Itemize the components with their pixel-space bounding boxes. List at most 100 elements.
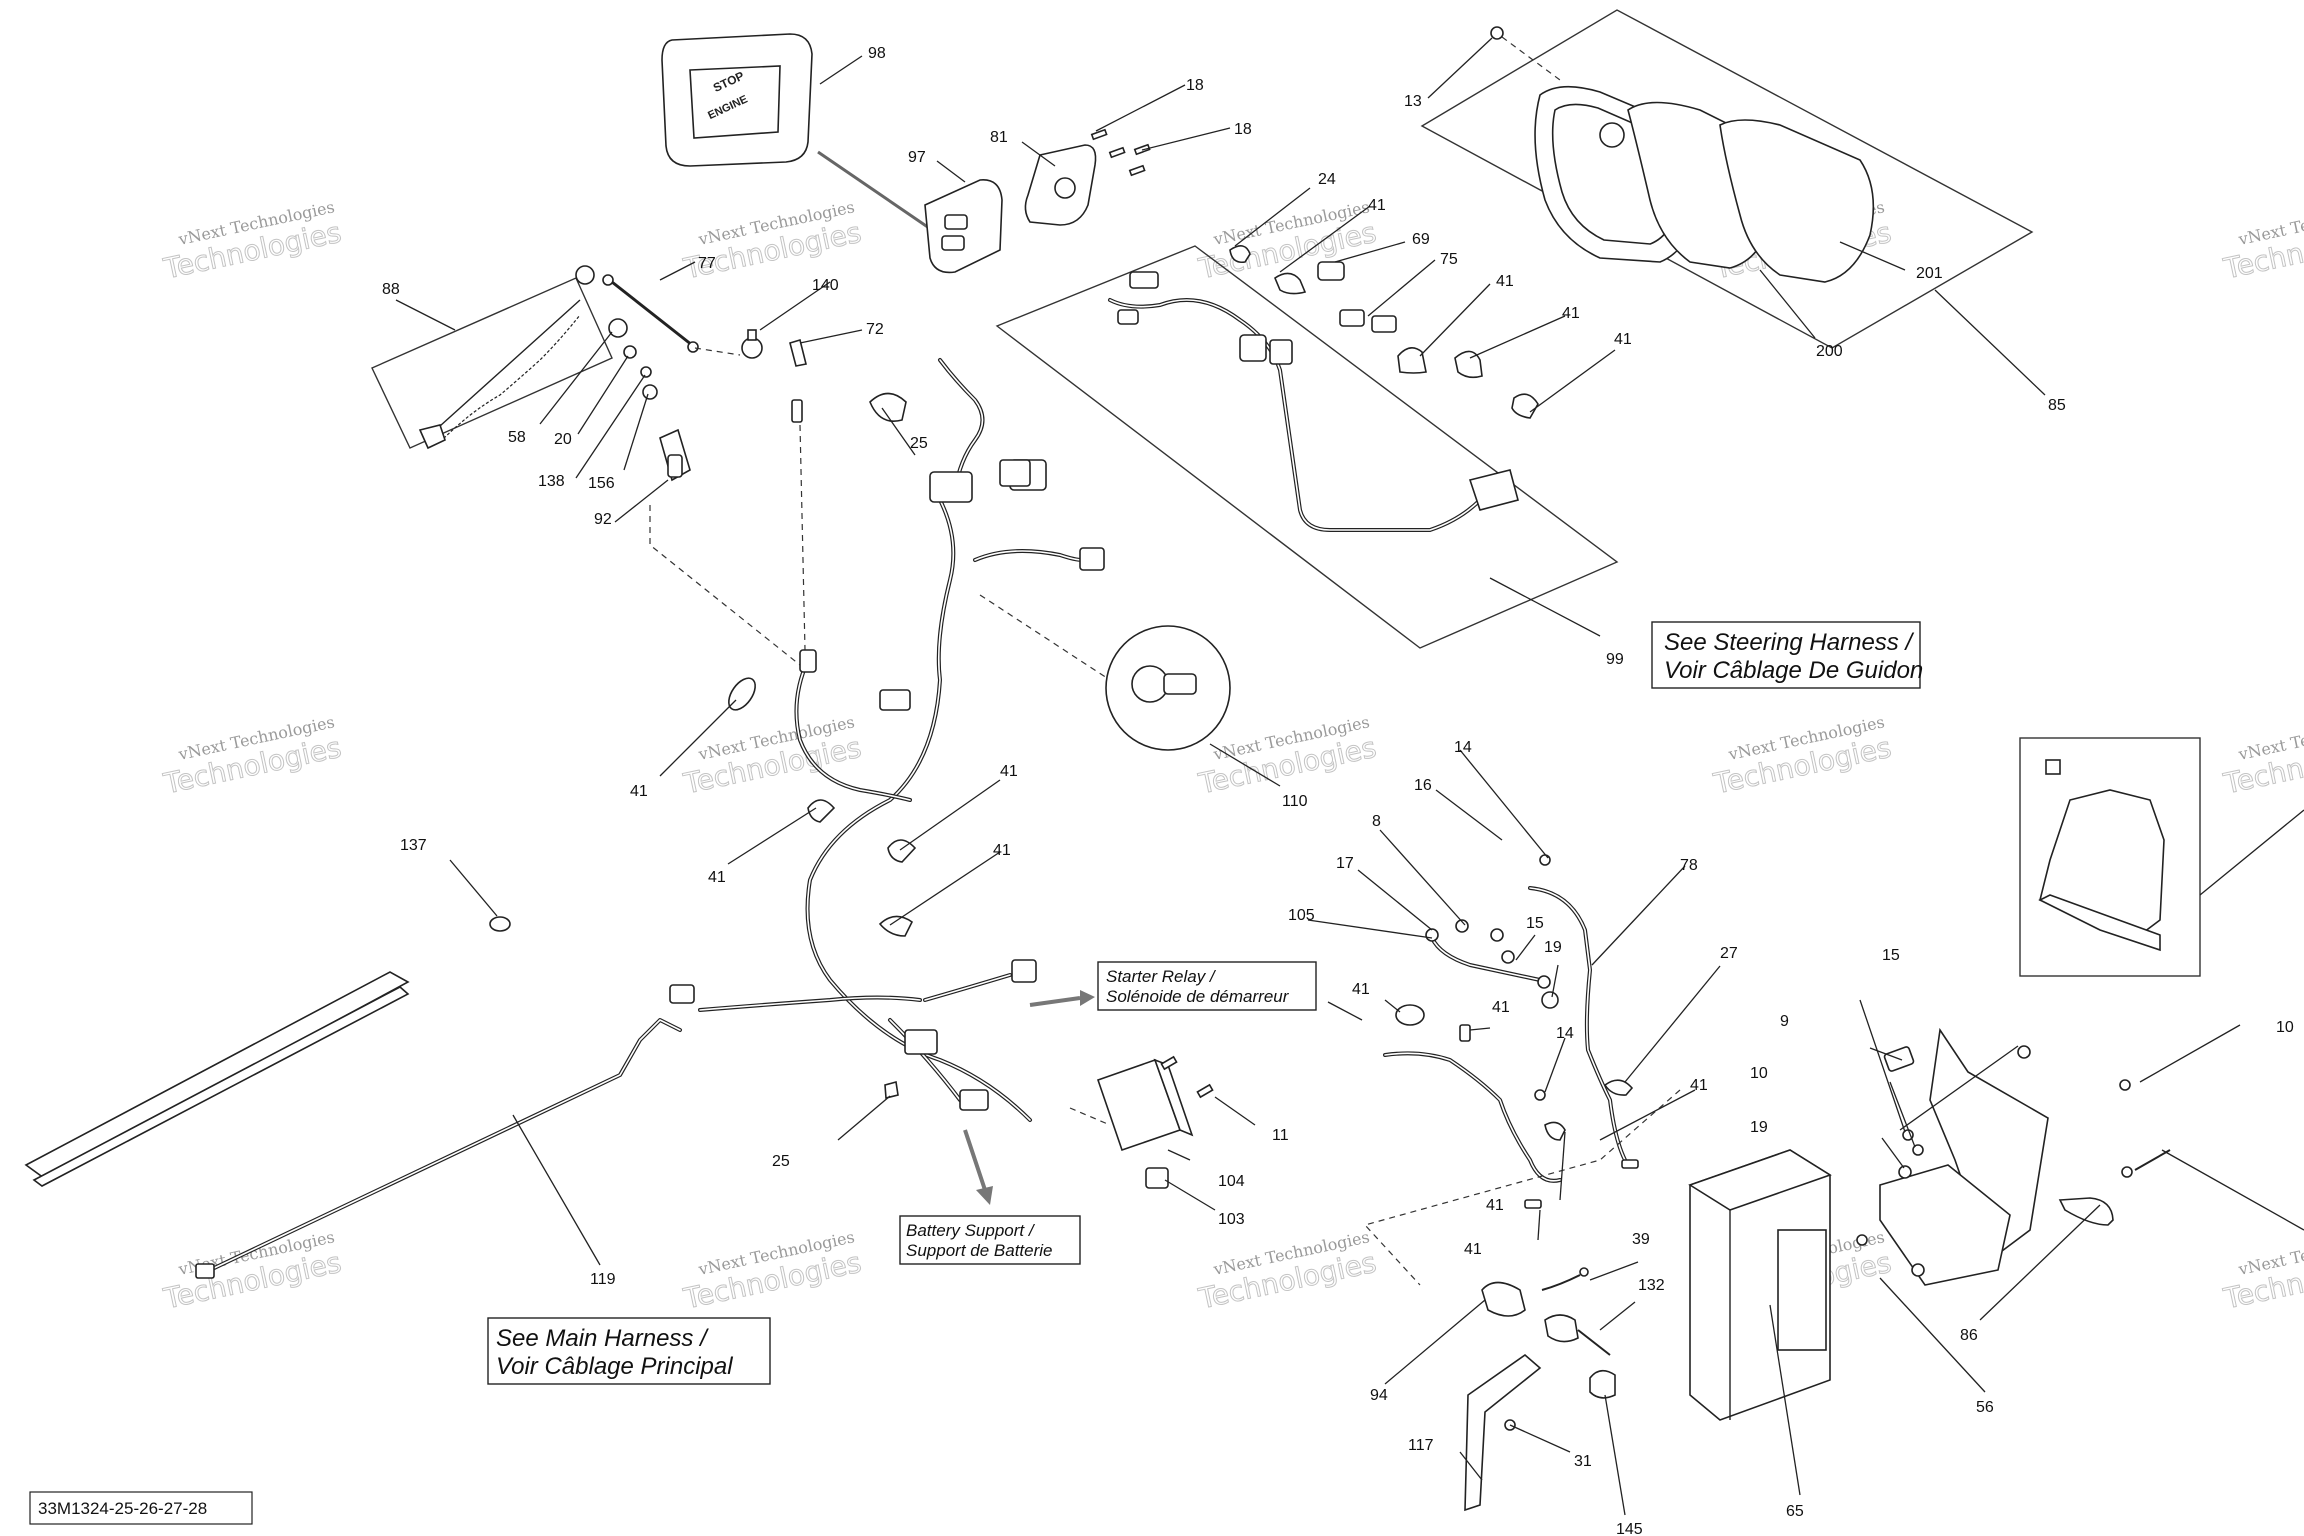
callout-156: 156 (588, 475, 615, 492)
watermark: vNext Technologies Technologies (680, 712, 865, 801)
note-steering-harness: See Steering Harness / Voir Câblage De G… (1651, 621, 1923, 689)
callout-16: 16 (1414, 777, 1432, 794)
watermark: vNext Technologies Technologies (160, 712, 345, 801)
callout-41: 41 (1000, 763, 1018, 780)
callout-201: 201 (1916, 265, 1943, 282)
callout-88: 88 (382, 281, 400, 298)
watermark: vNext Technologies Technologies (160, 1227, 345, 1316)
callout-39: 39 (1632, 1231, 1650, 1248)
watermark: vNext Technologies Technologies (2220, 197, 2304, 286)
callout-25: 25 (910, 435, 928, 452)
tape-strip (24, 971, 410, 1187)
note-starter-line2: Solénoide de démarreur (1106, 987, 1290, 1006)
callout-132: 132 (1638, 1277, 1665, 1294)
callout-20: 20 (554, 431, 572, 448)
cable-105 (1425, 928, 1551, 989)
callout-layer: 98 18 18 97 81 13 24 41 69 75 41 41 41 2… (382, 45, 2294, 1536)
watermark: vNext Technologies Technologies (2220, 712, 2304, 801)
dash-13 (1501, 36, 1561, 81)
callout-98: 98 (868, 45, 886, 62)
steering-harness-99 (1108, 245, 1519, 532)
note-battery-support: Battery Support / Support de Batterie (899, 1215, 1081, 1265)
callout-13: 13 (1404, 93, 1422, 110)
leader-lines (395, 37, 2304, 1516)
frame-gauge-85 (1420, 9, 2034, 349)
callout-41: 41 (630, 783, 648, 800)
callout-8: 8 (1372, 813, 1381, 830)
callout-41: 41 (1562, 305, 1580, 322)
callout-105: 105 (1288, 907, 1315, 924)
callout-41: 41 (993, 842, 1011, 859)
callout-69: 69 (1412, 231, 1430, 248)
bracket-117 (1464, 1353, 1542, 1512)
frame-cable-88 (371, 277, 613, 449)
callout-200: 200 (1816, 343, 1843, 360)
part-145 (1589, 1369, 1616, 1399)
note-starter-relay: Starter Relay / Solénoide de démarreur (1097, 961, 1317, 1011)
note-starter-line1: Starter Relay / (1106, 967, 1217, 986)
callout-19: 19 (1750, 1119, 1768, 1136)
switch-cover-98: STOP ENGINE (661, 33, 813, 167)
callout-41: 41 (708, 869, 726, 886)
callout-15: 15 (1526, 915, 1544, 932)
screws-11 (1160, 1055, 1214, 1099)
callout-137: 137 (400, 837, 427, 854)
callout-77: 77 (698, 255, 716, 272)
note-main-line2: Voir Câblage Principal (496, 1353, 733, 1380)
dash-77-140 (694, 347, 741, 356)
solenoid-94 (1481, 1281, 1526, 1317)
gauge-cluster-85 (1534, 85, 1875, 283)
callout-9: 9 (1780, 1013, 1789, 1030)
dash-relay (1069, 1107, 1111, 1126)
small-parts-58-20-138-156 (608, 318, 658, 400)
part-140 (741, 329, 763, 359)
battery-support-86 (1879, 1027, 2049, 1286)
callout-14: 14 (1454, 739, 1472, 756)
callout-117: 117 (1408, 1437, 1434, 1454)
callout-10: 10 (2276, 1019, 2294, 1036)
reference-number: 33M1324-25-26-27-28 (38, 1499, 207, 1518)
reference-number-box: 33M1324-25-26-27-28 (29, 1491, 253, 1525)
watermark: vNext Technologies Technologies (160, 197, 345, 286)
callout-25: 25 (772, 1153, 790, 1170)
callout-92: 92 (594, 511, 612, 528)
watermark: vNext Technologies Technologies (1195, 197, 1380, 286)
cable-77 (602, 274, 699, 353)
switch-bracket-81 (1024, 144, 1097, 226)
note-battery-line2: Support de Batterie (906, 1241, 1052, 1260)
callout-65: 65 (1786, 1503, 1804, 1520)
small-hardware-center (1395, 854, 1639, 1209)
note-main-line1: See Main Harness / (496, 1325, 709, 1352)
callout-81: 81 (990, 129, 1008, 146)
callout-145: 145 (1616, 1521, 1643, 1536)
callout-72: 72 (866, 321, 884, 338)
callout-10: 10 (1750, 1065, 1768, 1082)
switch-92 (659, 428, 691, 482)
callout-119: 119 (590, 1271, 616, 1288)
callout-138: 138 (538, 473, 565, 490)
cable-negative (1383, 1051, 1562, 1183)
nut-13 (1490, 26, 1504, 40)
watermark: vNext Technologies Technologies (1195, 712, 1380, 801)
watermark: vNext Technologies Technologies (2220, 1227, 2304, 1316)
watermark: vNext Technologies Technologies (680, 197, 865, 286)
callout-14: 14 (1556, 1025, 1574, 1042)
arrow-starter-relay (1029, 990, 1095, 1007)
dash-72 (799, 424, 806, 651)
frame-steering-harness-99 (995, 245, 1619, 649)
callout-41: 41 (1690, 1077, 1708, 1094)
main-harness (195, 358, 1105, 1279)
battery-inset-bracket (2038, 759, 2165, 952)
cable-78 (1528, 886, 1627, 1162)
callout-31: 31 (1574, 1453, 1592, 1470)
callout-110: 110 (1282, 793, 1308, 810)
dash-92 (649, 505, 801, 666)
callout-78: 78 (1680, 857, 1698, 874)
callout-18: 18 (1234, 121, 1252, 138)
relay-104 (1096, 1058, 1194, 1152)
part-132 (1544, 1314, 1611, 1356)
callout-99: 99 (1606, 651, 1624, 668)
frame-battery-inset (2019, 737, 2201, 977)
callout-19: 19 (1544, 939, 1562, 956)
